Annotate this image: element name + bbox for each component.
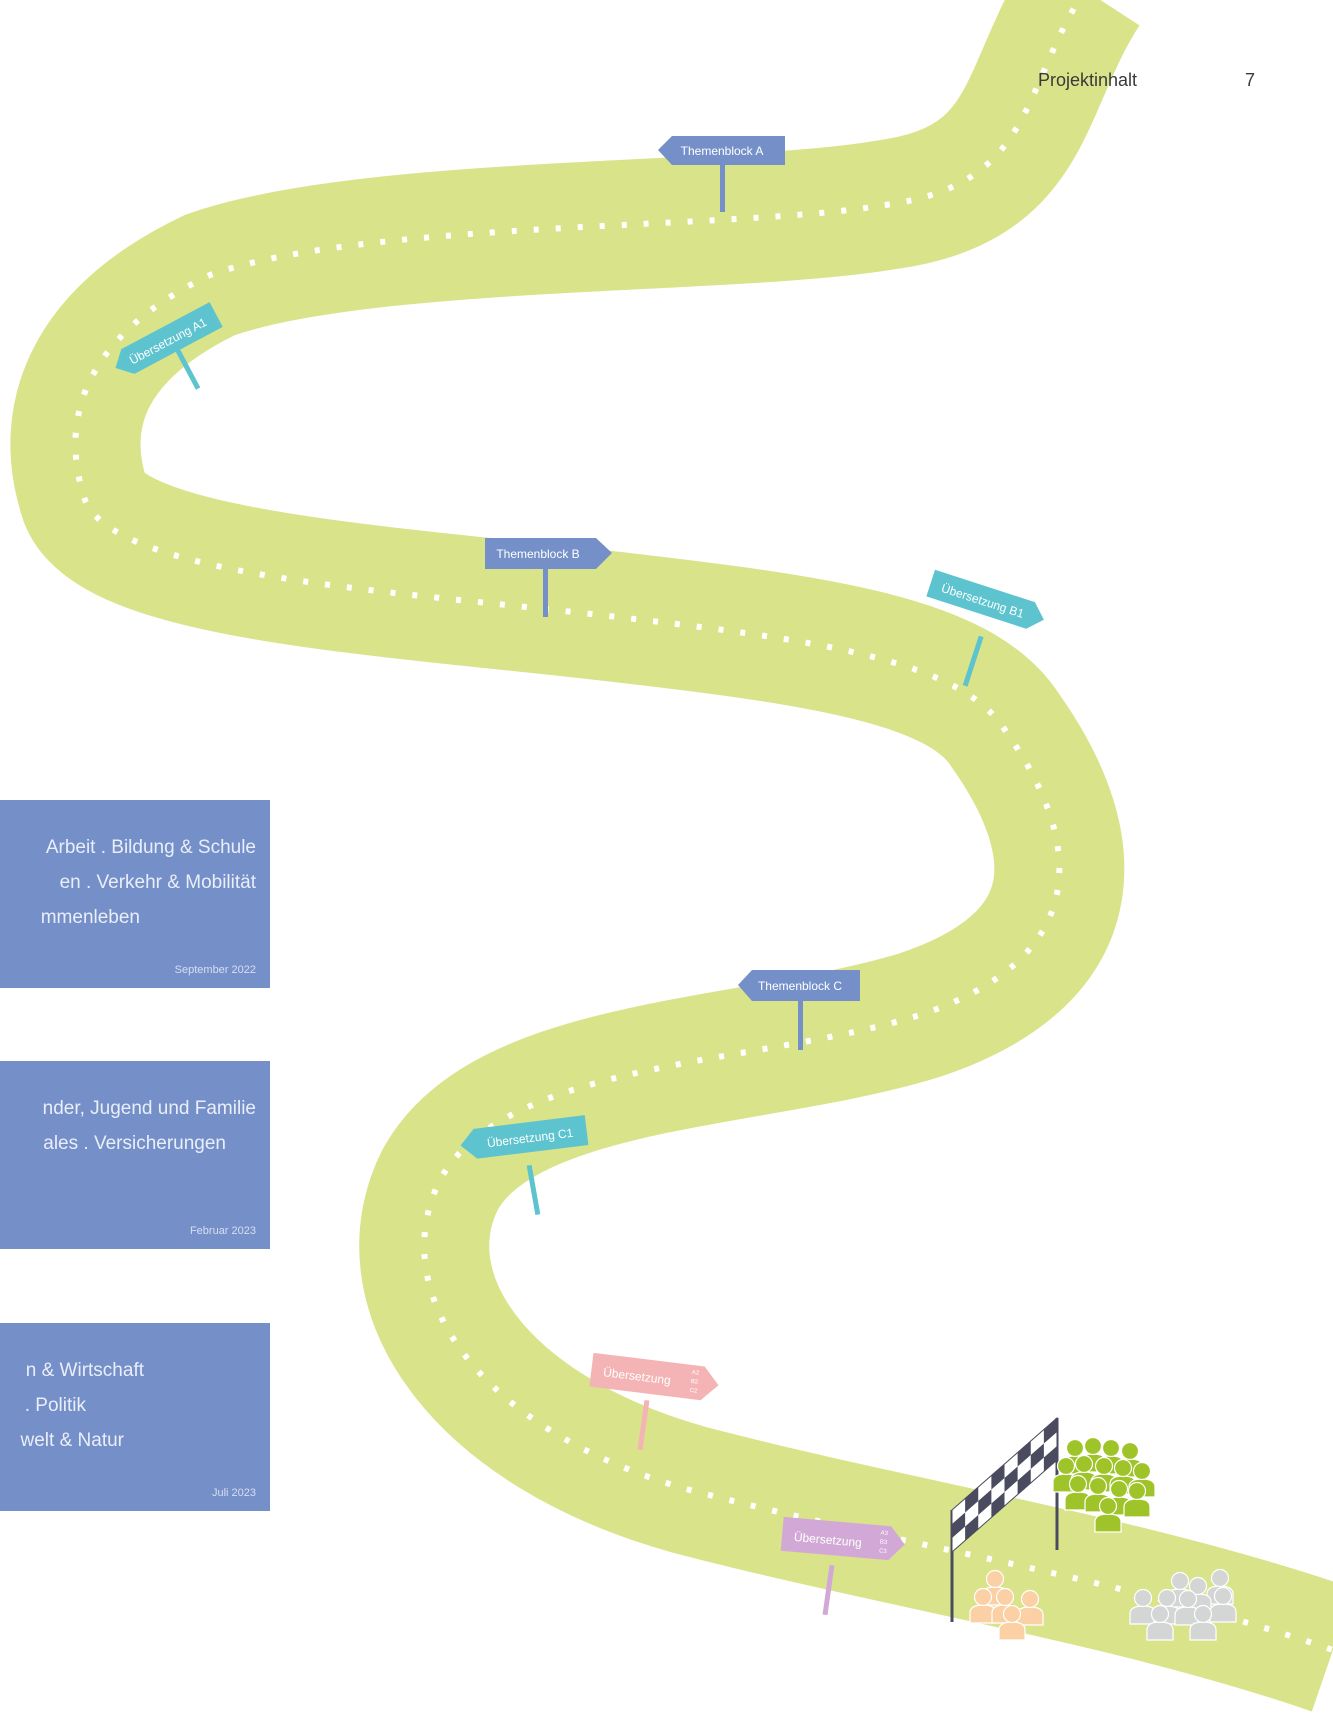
page-header: Projektinhalt 7 bbox=[1038, 70, 1137, 91]
info-line: ales . Versicherungen bbox=[43, 1126, 226, 1161]
signpost-pole-icon bbox=[798, 1000, 803, 1050]
signpost-pole-icon bbox=[720, 160, 725, 212]
section-title: Projektinhalt bbox=[1038, 70, 1137, 90]
sign-code: B3 bbox=[880, 1539, 888, 1546]
info-date: Juli 2023 bbox=[212, 1487, 256, 1499]
info-line: mmenleben bbox=[41, 900, 140, 935]
sign-code: A3 bbox=[880, 1530, 888, 1537]
sign-code: A2 bbox=[691, 1370, 700, 1377]
sign-label-themenblock-c: Themenblock C bbox=[758, 979, 842, 993]
info-line: nder, Jugend und Familie bbox=[43, 1091, 256, 1126]
sign-label-themenblock-b: Themenblock B bbox=[496, 547, 579, 561]
signpost-pole-icon bbox=[543, 565, 548, 617]
info-line: welt & Natur bbox=[21, 1423, 124, 1458]
info-line: en . Verkehr & Mobilität bbox=[60, 865, 256, 900]
info-line: n & Wirtschaft bbox=[26, 1353, 144, 1388]
info-line: Arbeit . Bildung & Schule bbox=[46, 830, 256, 865]
page-number: 7 bbox=[1245, 70, 1255, 91]
info-date: Februar 2023 bbox=[190, 1225, 256, 1237]
info-box-themenblock-c: n & Wirtschaft . Politik welt & Natur Ju… bbox=[0, 1323, 270, 1511]
info-box-themenblock-b: nder, Jugend und Familie ales . Versiche… bbox=[0, 1061, 270, 1249]
sign-code: B2 bbox=[690, 1379, 699, 1386]
sign-code: C2 bbox=[689, 1388, 698, 1395]
info-line: . Politik bbox=[25, 1388, 86, 1423]
sign-code: C3 bbox=[879, 1548, 888, 1555]
info-date: September 2022 bbox=[175, 964, 256, 976]
sign-label-themenblock-a: Themenblock A bbox=[681, 144, 764, 158]
info-box-themenblock-a: Arbeit . Bildung & Schule en . Verkehr &… bbox=[0, 800, 270, 988]
